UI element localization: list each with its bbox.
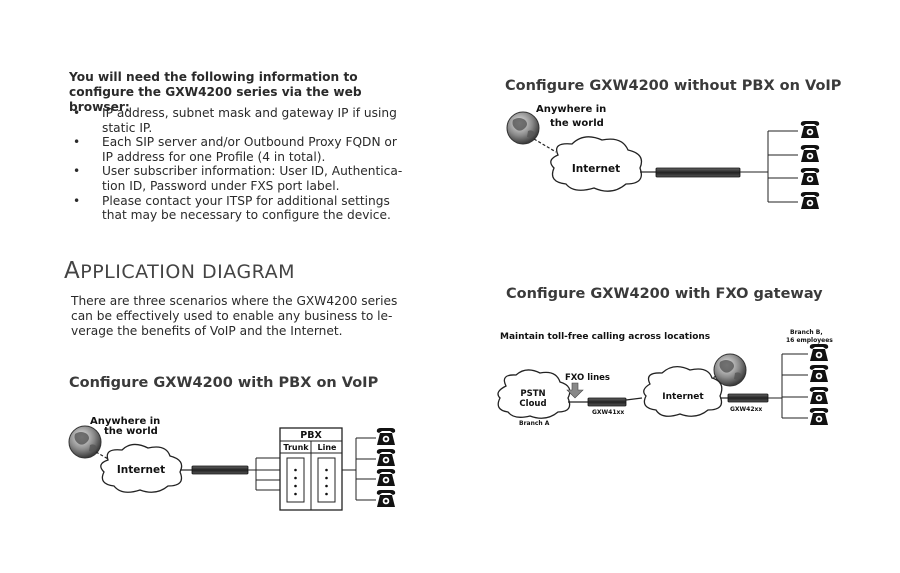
phone-icon <box>809 408 829 425</box>
pbx-label: PBX <box>300 430 322 441</box>
dashed-link <box>533 138 557 153</box>
nopbx-section-title: Configure GXW4200 without PBX on VoIP <box>505 78 842 94</box>
down-arrow-icon <box>566 382 584 399</box>
application-heading: APPLICATION DIAGRAM <box>64 258 295 284</box>
branch-b-line2: 16 employees <box>786 337 833 344</box>
list-item: Please contact your ITSP for additional … <box>71 194 411 223</box>
phone-icon <box>376 449 396 466</box>
pbx-box <box>279 427 343 511</box>
globe-label-line2: the world <box>104 426 158 437</box>
phone-icon <box>809 387 829 404</box>
gateway-device <box>655 167 741 178</box>
dashed-link <box>95 451 111 461</box>
requirements-list: IP address, subnet mask and gateway IP i… <box>71 106 411 223</box>
cloud-icon <box>643 366 723 417</box>
nopbx-diagram: Anywhere in the world Internet <box>506 104 820 209</box>
fxo-section-title: Configure GXW4200 with FXO gateway <box>506 286 823 302</box>
phone-icon <box>800 168 820 185</box>
phone-icon <box>800 145 820 162</box>
fxo-lines-label: FXO lines <box>565 373 610 383</box>
application-text: There are three scenarios where the GXW4… <box>71 294 398 338</box>
phone-icon <box>376 428 396 445</box>
pstn-label-line1: PSTN <box>520 389 545 399</box>
phone-icon <box>809 365 829 382</box>
cloud-icon <box>550 136 643 192</box>
pstn-label-line2: Cloud <box>519 399 546 409</box>
cloud-label: Internet <box>572 163 620 175</box>
list-item: IP address, subnet mask and gateway IP i… <box>71 106 411 135</box>
trunk-label: Trunk <box>283 443 309 452</box>
phone-icon <box>376 490 396 507</box>
pstn-cloud-icon <box>497 369 571 419</box>
line-label: Line <box>318 443 338 452</box>
gateway-device <box>191 465 249 475</box>
pbx-section-title: Configure GXW4200 with PBX on VoIP <box>69 375 379 391</box>
globe-label-line1: Anywhere in <box>90 416 160 427</box>
globe-icon <box>68 425 102 459</box>
branch-b-line1: Branch B, <box>790 329 823 336</box>
pbx-diagram: Anywhere in the world Internet PBX Trunk… <box>68 416 396 511</box>
list-item: User subscriber information: User ID, Au… <box>71 164 411 193</box>
gxw42-label: GXW42xx <box>730 406 762 413</box>
heading-initial: A <box>64 258 81 284</box>
cloud-icon <box>100 443 183 493</box>
gxw42-device <box>727 393 769 403</box>
heading-rest: PPLICATION DIAGRAM <box>80 261 295 283</box>
phone-icon <box>800 192 820 209</box>
cloud-label: Internet <box>117 464 165 476</box>
link-line <box>625 397 643 401</box>
phone-icon <box>809 344 829 361</box>
fxo-subtitle: Maintain toll-free calling across locati… <box>500 332 710 342</box>
list-item: Each SIP server and/or Outbound Proxy FQ… <box>71 135 411 164</box>
globe-label-line2: the world <box>550 118 604 129</box>
fxo-diagram: Maintain toll-free calling across locati… <box>497 329 833 427</box>
gxw41-label: GXW41xx <box>592 409 624 416</box>
branch-a-label: Branch A <box>519 420 550 427</box>
gxw41-device <box>587 397 627 407</box>
phone-icon <box>376 469 396 486</box>
cloud-label: Internet <box>662 392 704 402</box>
globe-label-line1: Anywhere in <box>536 104 606 115</box>
phone-icon <box>800 121 820 138</box>
